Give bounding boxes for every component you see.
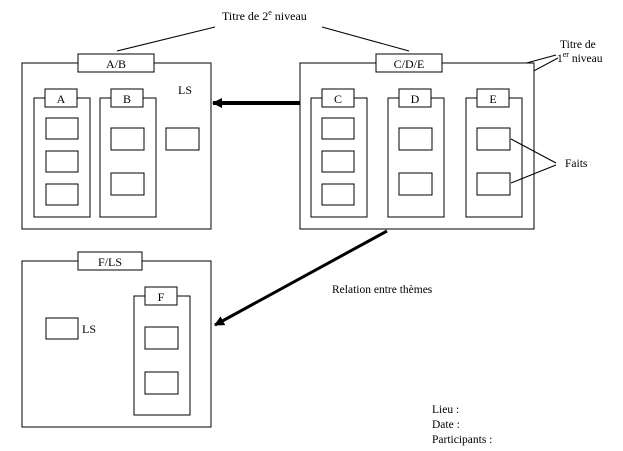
subtheme-c-title: C xyxy=(334,92,342,106)
subtheme-a-title-box xyxy=(44,88,78,108)
group-fls-title: F/LS xyxy=(98,255,122,269)
fact-card xyxy=(110,127,145,151)
facts-connector-top xyxy=(510,138,557,164)
fact-card xyxy=(144,326,179,350)
subtheme-c-title-box xyxy=(321,88,355,108)
relation-label: Relation entre thèmes xyxy=(332,284,433,296)
subtheme-b-title: B xyxy=(123,92,131,106)
level2-connector-right xyxy=(321,26,410,52)
group-cde-title: C/D/E xyxy=(394,57,425,71)
fact-card xyxy=(110,172,145,196)
facts-label: Faits xyxy=(565,158,588,170)
subtheme-e-title-box xyxy=(476,88,510,108)
fact-card xyxy=(144,371,179,395)
level2-title: Titre de 2e niveau xyxy=(222,8,307,23)
subtheme-a-title: A xyxy=(57,92,66,106)
level1-title-line1: Titre de xyxy=(560,39,596,51)
fact-card xyxy=(45,183,79,206)
subtheme-f-frame xyxy=(133,295,191,416)
fact-card xyxy=(476,127,511,151)
ls-label: LS xyxy=(178,83,192,97)
facts-connector-bottom xyxy=(510,164,557,184)
group-cde-title-box xyxy=(375,53,443,73)
subtheme-e-title: E xyxy=(489,92,496,106)
level2-connector-left xyxy=(116,26,216,52)
fact-card xyxy=(398,172,433,196)
ls-label: LS xyxy=(82,322,96,336)
fact-card xyxy=(398,127,433,151)
footer-date: Date : xyxy=(432,419,460,431)
group-fls-title-box xyxy=(77,251,143,271)
footer-lieu: Lieu : xyxy=(432,404,459,416)
ls-card xyxy=(45,317,79,340)
footer-participants: Participants : xyxy=(432,434,492,446)
subtheme-d-title: D xyxy=(411,92,420,106)
subtheme-d-title-box xyxy=(398,88,432,108)
subtheme-d-frame xyxy=(387,97,445,218)
level1-title-line2: 1er niveau xyxy=(557,50,603,65)
group-fls: F/LS F LS xyxy=(21,251,212,428)
group-cde: C/D/E C D E xyxy=(299,53,535,230)
relation-arrow-cde-to-fls xyxy=(214,229,388,327)
group-ab: A/B A B LS xyxy=(21,53,212,230)
ls-card xyxy=(165,127,200,151)
subtheme-f-title: F xyxy=(158,290,165,304)
fact-card xyxy=(321,150,355,173)
fact-card xyxy=(321,183,355,206)
subtheme-e-frame xyxy=(465,97,523,218)
group-ab-title-box xyxy=(77,53,155,73)
group-ab-title: A/B xyxy=(106,57,126,71)
fact-card xyxy=(45,117,79,140)
subtheme-f-title-box xyxy=(144,286,178,306)
subtheme-b-title-box xyxy=(110,88,144,108)
fact-card xyxy=(45,150,79,173)
fact-card xyxy=(476,172,511,196)
fact-card xyxy=(321,117,355,140)
subtheme-b-frame xyxy=(99,97,157,218)
